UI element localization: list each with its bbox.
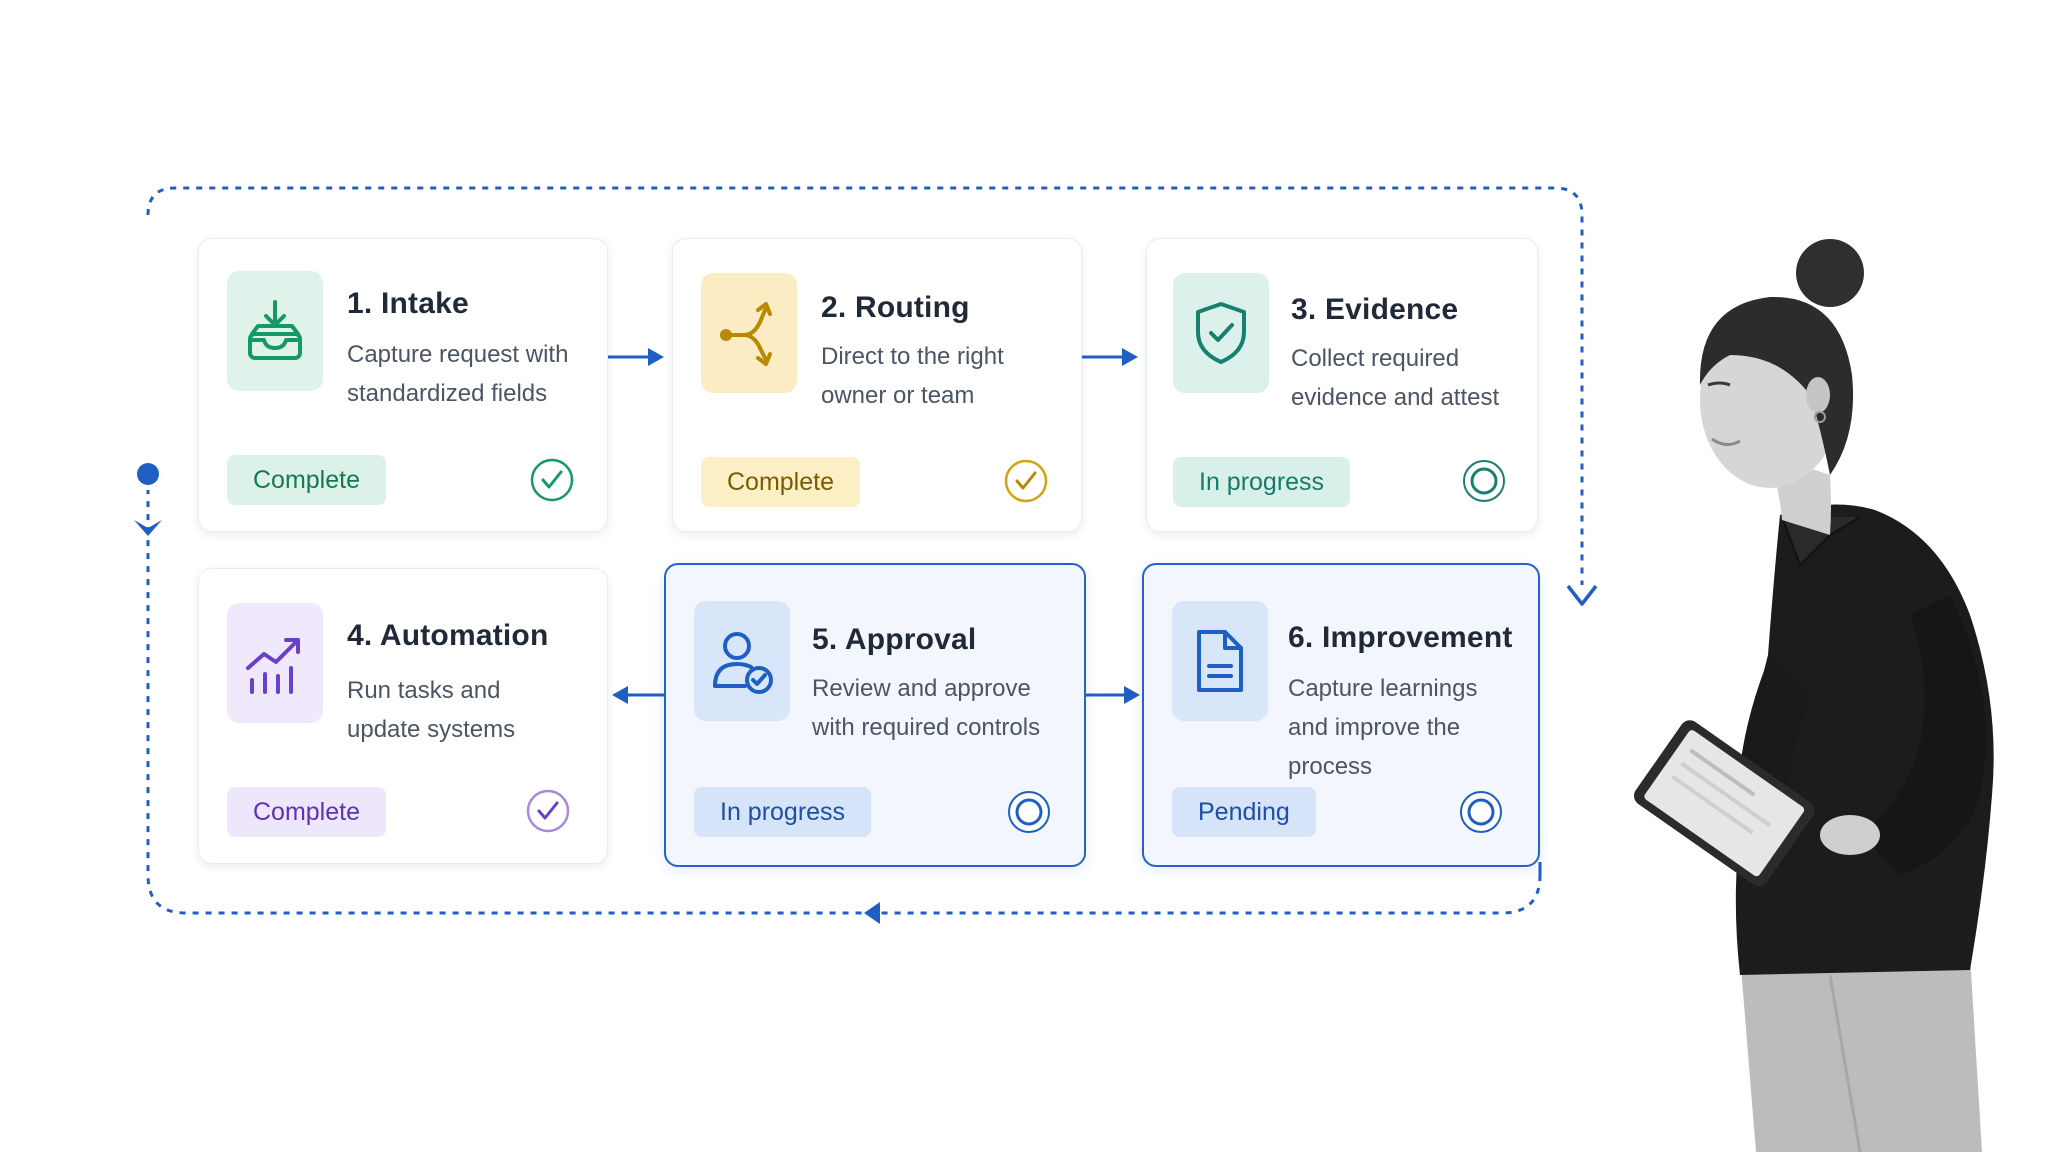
icon-tile [701, 273, 797, 393]
arrow-routing-to-evidence [1082, 348, 1138, 366]
status-badge: Complete [227, 455, 386, 505]
arrow-approval-to-automation [612, 686, 668, 704]
loop-start-dot [137, 463, 159, 485]
status-badge: In progress [1173, 457, 1351, 507]
step-title: 1. Intake [347, 287, 469, 320]
step-title: 5. Approval [812, 623, 977, 656]
icon-tile [1173, 273, 1269, 393]
loop-down-arrowhead [1566, 584, 1598, 606]
branch-routing-icon [720, 302, 772, 366]
check-circle-icon [526, 789, 570, 833]
step-description: Capture learnings and improve the proces… [1288, 675, 1478, 780]
step-card-evidence[interactable]: 3. Evidence Collect required evidence an… [1146, 238, 1538, 532]
step-description: Run tasks and update systems [347, 677, 516, 743]
ring-circle-icon [1460, 791, 1502, 833]
icon-tile [227, 603, 323, 723]
step-description: Review and approve with required control… [812, 675, 1041, 741]
ring-circle-icon [1463, 460, 1505, 502]
arrow-intake-to-routing [608, 348, 664, 366]
step-description: Capture request with standardized fields [347, 341, 569, 407]
step-card-improvement[interactable]: 6. Improvement Capture learnings and imp… [1142, 563, 1540, 867]
step-title: 3. Evidence [1291, 293, 1459, 326]
status-badge: Complete [227, 787, 386, 837]
inbox-download-icon [248, 300, 302, 360]
loop-left-arrowhead [864, 902, 880, 924]
loop-up-arrowhead [134, 520, 162, 536]
step-description: Collect required evidence and attest [1291, 345, 1500, 411]
check-circle-icon [530, 458, 574, 502]
step-card-routing[interactable]: 2. Routing Direct to the right owner or … [672, 238, 1082, 532]
step-title: 6. Improvement [1288, 621, 1513, 654]
step-description: Direct to the right owner or team [821, 343, 1004, 409]
icon-tile [1172, 601, 1268, 721]
person-with-tablet-illustration [1633, 239, 1994, 1152]
status-badge: Pending [1172, 787, 1316, 837]
step-card-approval[interactable]: 5. Approval Review and approve with requ… [664, 563, 1086, 867]
ring-circle-icon [1008, 791, 1050, 833]
step-card-intake[interactable]: 1. Intake Capture request with standardi… [198, 238, 608, 532]
icon-tile [227, 271, 323, 391]
check-circle-icon [1004, 459, 1048, 503]
document-icon [1197, 630, 1243, 692]
step-card-automation[interactable]: 4. Automation Run tasks and update syste… [198, 568, 608, 864]
shield-check-icon [1196, 302, 1246, 364]
chart-trend-icon [246, 638, 300, 694]
status-badge: Complete [701, 457, 860, 507]
icon-tile [694, 601, 790, 721]
step-title: 2. Routing [821, 291, 970, 324]
step-title: 4. Automation [347, 619, 549, 652]
user-check-icon [713, 632, 773, 694]
status-badge: In progress [694, 787, 872, 837]
arrow-approval-to-improvement [1084, 686, 1140, 704]
